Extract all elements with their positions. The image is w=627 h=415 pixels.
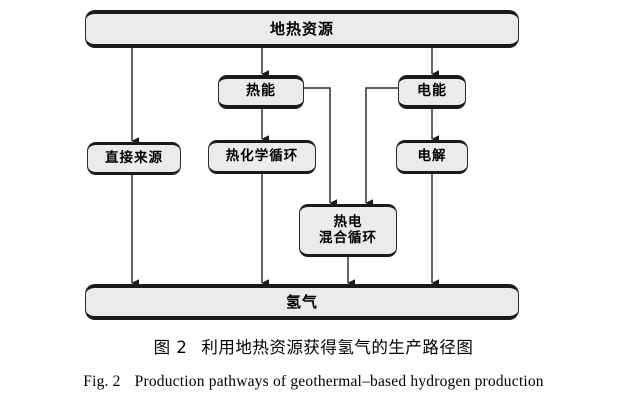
node-thermoelectric-hybrid-cycle: 热电 混合循环 (299, 204, 397, 257)
node-geothermal-resources: 地热资源 (85, 10, 519, 48)
flow-connectors (131, 48, 439, 287)
node-electric-energy: 电能 (398, 75, 466, 109)
figure-caption-cn-text: 利用地热资源获得氢气的生产路径图 (201, 338, 474, 357)
figure-number-cn: 图 2 (153, 338, 188, 357)
node-label: 热电 混合循环 (319, 214, 377, 246)
figure-caption-en-text: Production pathways of geothermal–based … (134, 373, 544, 390)
node-label: 热能 (246, 83, 276, 100)
figure-caption-english: Fig. 2 Production pathways of geothermal–… (0, 373, 627, 391)
edge-electric-energy-to-hybrid-cycle (365, 87, 398, 207)
edge-thermal-energy-to-hybrid-cycle (304, 87, 337, 207)
figure-caption-chinese: 图 2 利用地热资源获得氢气的生产路径图 (0, 334, 627, 358)
node-thermochemical-cycle: 热化学循环 (208, 140, 316, 174)
node-label: 直接来源 (105, 149, 163, 166)
node-label: 氢气 (285, 292, 318, 311)
node-electrolysis: 电解 (396, 140, 468, 174)
node-label: 热化学循环 (225, 148, 299, 165)
node-label: 电解 (417, 148, 447, 165)
node-hydrogen: 氢气 (85, 284, 519, 320)
node-thermal-energy: 热能 (218, 75, 304, 109)
node-direct-source: 直接来源 (87, 142, 181, 175)
figure-number-en: Fig. 2 (83, 373, 121, 390)
node-label: 地热资源 (269, 19, 334, 38)
node-label: 电能 (417, 83, 447, 100)
